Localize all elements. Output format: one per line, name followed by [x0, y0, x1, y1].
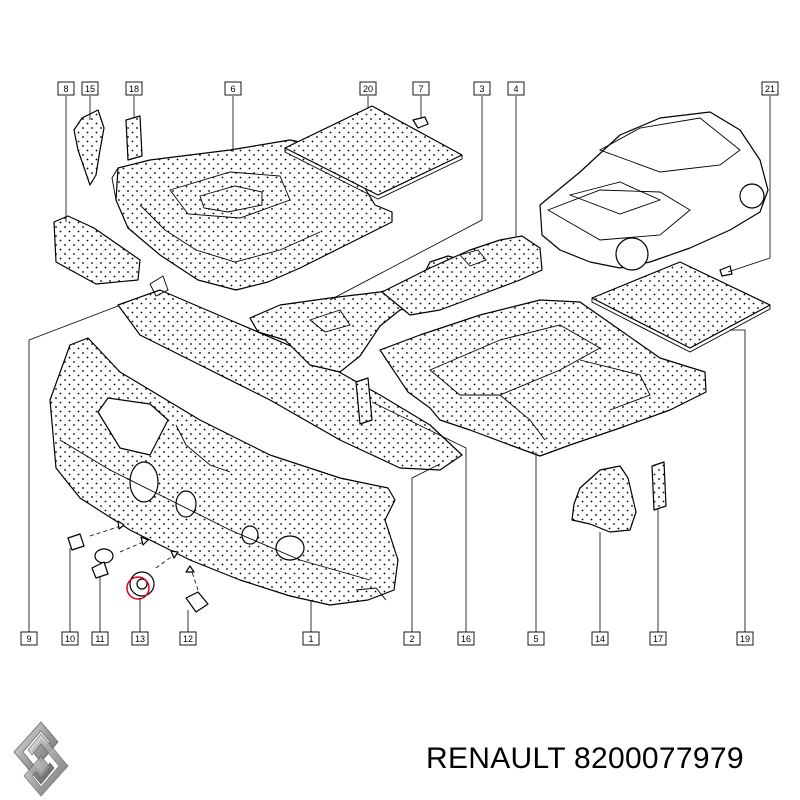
svg-text:7: 7: [418, 84, 423, 94]
fastener-12: [185, 591, 209, 613]
svg-text:11: 11: [95, 634, 104, 644]
svg-text:8: 8: [63, 84, 68, 94]
part-14-bracket: [571, 465, 637, 533]
callout-19: 19: [736, 631, 754, 646]
callout-14: 14: [591, 631, 609, 646]
callout-12: 12: [179, 631, 197, 646]
callout-21: 21: [761, 81, 779, 96]
svg-text:16: 16: [461, 634, 471, 644]
callout-4: 4: [507, 81, 525, 96]
fastener-13-highlighted: [126, 571, 155, 600]
brand-part-number: RENAULT 8200077979: [426, 742, 744, 775]
part-5-floor-carpet: [379, 299, 707, 457]
part-1-firewall-panel: [49, 337, 399, 606]
callout-6: 6: [224, 81, 242, 96]
part-6-cowl-insulation: [111, 139, 393, 291]
svg-text:12: 12: [183, 634, 193, 644]
callout-20: 20: [359, 81, 377, 96]
part-7-clip: [412, 116, 429, 129]
fastener-arrows: [89, 520, 199, 591]
callout-7: 7: [412, 81, 430, 96]
callout-1: 1: [302, 631, 320, 646]
callout-15: 15: [81, 81, 99, 96]
part-17-strip: [651, 461, 667, 511]
car-silhouette: [539, 111, 769, 271]
part-20-pad: [284, 105, 463, 200]
callout-13: 13: [131, 631, 149, 646]
part-strip-long: [117, 275, 463, 471]
part-16-strip: [355, 377, 373, 425]
callout-3: 3: [473, 81, 491, 96]
svg-text:9: 9: [26, 634, 31, 644]
part-15-bracket: [73, 109, 105, 186]
svg-text:20: 20: [363, 84, 373, 94]
svg-text:2: 2: [409, 634, 414, 644]
callout-10: 10: [61, 631, 79, 646]
svg-text:1: 1: [308, 634, 313, 644]
svg-text:21: 21: [765, 84, 775, 94]
part-8-pad: [53, 215, 141, 285]
callout-11: 11: [91, 631, 109, 646]
svg-text:5: 5: [533, 634, 538, 644]
renault-diamond-logo-icon: [13, 721, 69, 797]
svg-text:19: 19: [740, 634, 750, 644]
part-19-rear-pad: [591, 261, 771, 353]
callout-17: 17: [649, 631, 667, 646]
svg-text:14: 14: [595, 634, 605, 644]
callout-8: 8: [57, 81, 75, 96]
svg-text:18: 18: [129, 84, 139, 94]
leader-lines: [28, 96, 771, 632]
fastener-10: [67, 533, 85, 551]
callout-18: 18: [125, 81, 143, 96]
svg-text:15: 15: [85, 84, 95, 94]
svg-text:13: 13: [135, 634, 145, 644]
fastener-11: [91, 548, 114, 579]
svg-text:4: 4: [513, 84, 518, 94]
svg-text:6: 6: [230, 84, 235, 94]
part-4-tunnel-rear: [381, 235, 543, 316]
part-18-strip: [125, 115, 143, 161]
svg-text:3: 3: [479, 84, 484, 94]
callout-5: 5: [527, 631, 545, 646]
part-21-clip: [719, 265, 733, 277]
callout-9: 9: [20, 631, 38, 646]
callout-16: 16: [457, 631, 475, 646]
svg-text:10: 10: [65, 634, 75, 644]
callout-2: 2: [403, 631, 421, 646]
svg-text:17: 17: [653, 634, 663, 644]
